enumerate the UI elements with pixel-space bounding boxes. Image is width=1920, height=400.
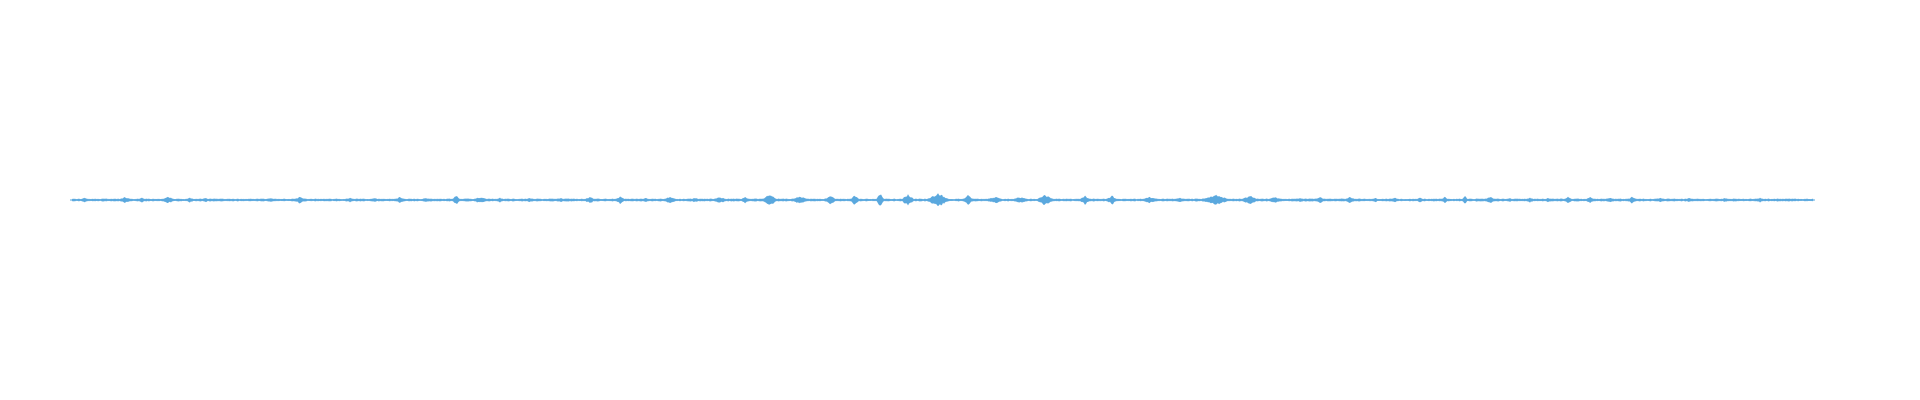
waveform-envelope	[71, 193, 1814, 207]
